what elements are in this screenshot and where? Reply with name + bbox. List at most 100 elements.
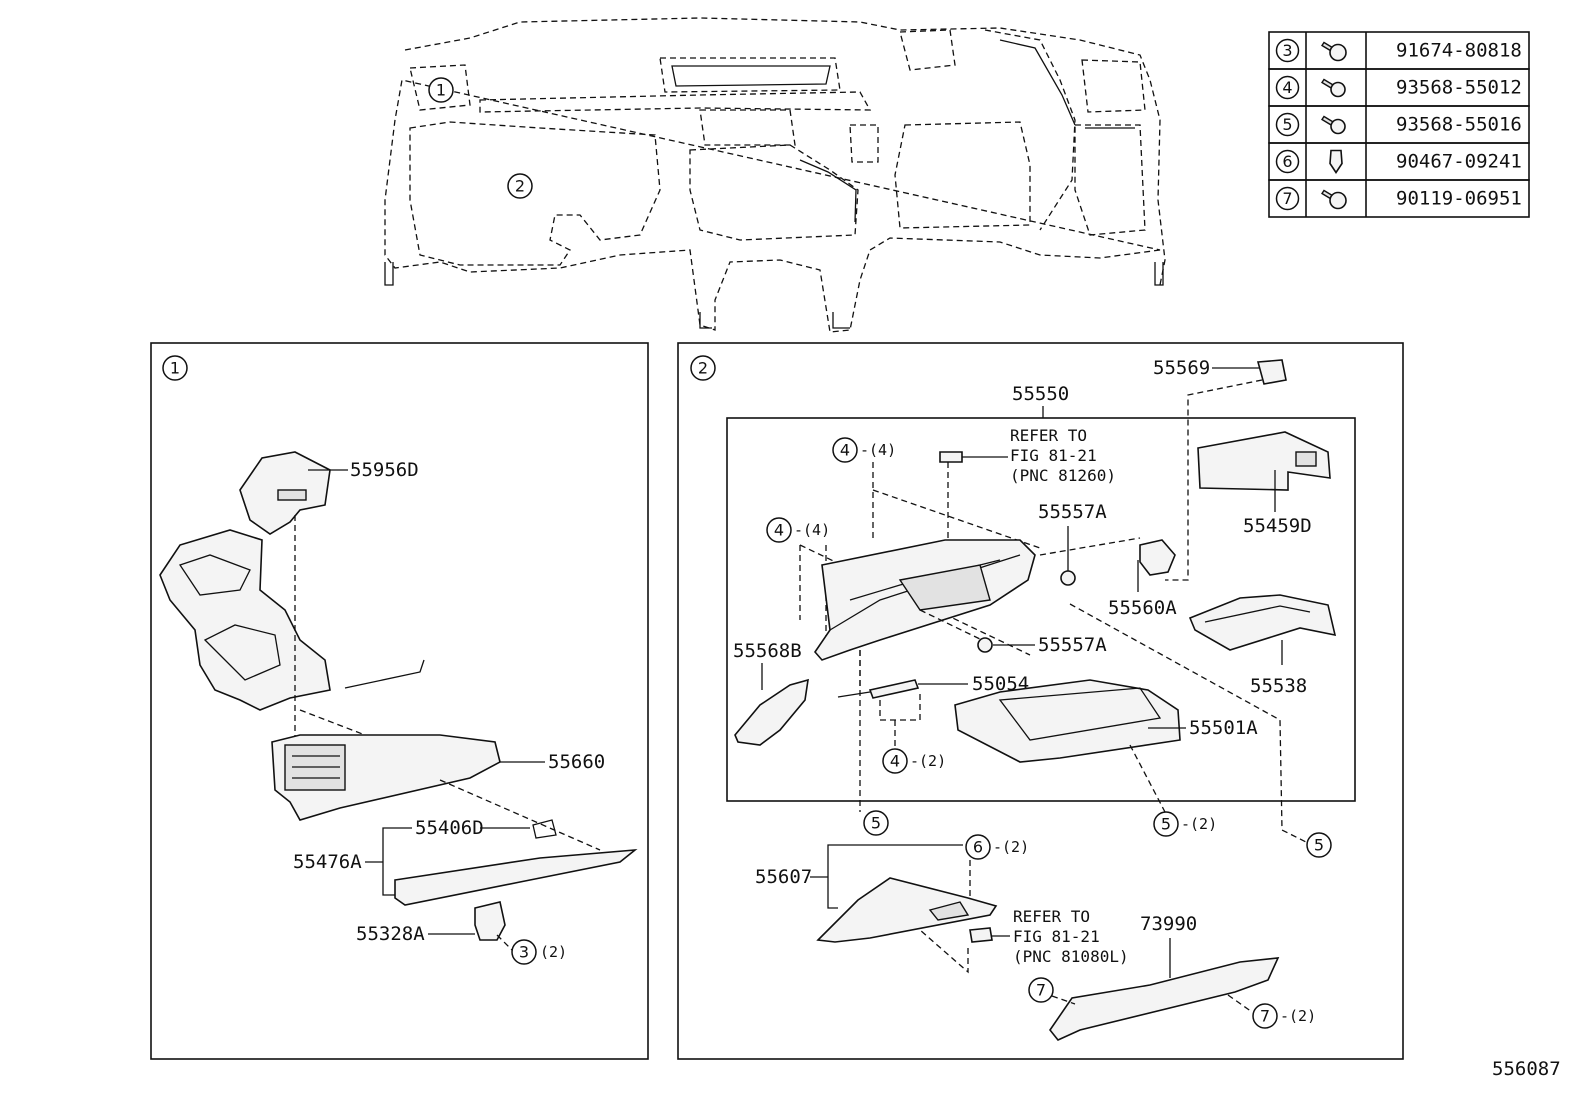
label-55538: 55538: [1250, 675, 1307, 697]
fastener-ref: 7: [1282, 189, 1292, 208]
part-55501A: [954, 679, 1181, 763]
refer-note-pnc-81080L: REFER TO FIG 81-21 (PNC 81080L): [1013, 907, 1129, 966]
label-55568B: 55568B: [733, 640, 802, 662]
fastener-part-number: 91674-80818: [1396, 40, 1522, 62]
label-55660: 55660: [548, 751, 605, 773]
svg-text:-(2): -(2): [1280, 1007, 1316, 1025]
fastener-part-number: 93568-55012: [1396, 77, 1522, 99]
svg-text:2: 2: [698, 359, 708, 378]
bulb-icon: [939, 451, 963, 463]
panel2-fastener-5-a: 5: [863, 810, 889, 836]
panel-2-callout: 2: [690, 355, 716, 381]
part-55569: [1256, 359, 1287, 385]
panel-1-callout: 1: [162, 355, 188, 381]
svg-text:7: 7: [1036, 981, 1046, 1000]
label-55557A-top: 55557A: [1038, 501, 1107, 523]
part-55557A-bottom: [977, 637, 993, 653]
panel2-fastener-7-a: 7: [1028, 977, 1054, 1003]
panel2-fastener-6: 6 -(2): [965, 834, 1029, 860]
svg-text:1: 1: [436, 81, 446, 100]
svg-text:-(4): -(4): [794, 521, 830, 539]
panel2-fastener-4-c: 4 -(2): [882, 748, 946, 774]
clip-icon: [1329, 149, 1343, 174]
svg-text:-(4): -(4): [860, 441, 896, 459]
svg-text:FIG 81-21: FIG 81-21: [1010, 446, 1097, 465]
fastener-ref-circle: [1275, 112, 1300, 137]
instrument-panel-left-section: [159, 529, 331, 711]
bulb-icon: [969, 927, 993, 943]
label-55557A-bottom: 55557A: [1038, 634, 1107, 656]
fastener-part-number: 93568-55016: [1396, 114, 1522, 136]
svg-text:1: 1: [170, 359, 180, 378]
fastener-ref: 5: [1282, 115, 1292, 134]
label-55550: 55550: [1012, 383, 1069, 405]
svg-text:(PNC 81260): (PNC 81260): [1010, 466, 1116, 485]
part-55607: [816, 877, 998, 943]
label-55560A: 55560A: [1108, 597, 1177, 619]
part-55459D: [1197, 431, 1331, 491]
label-55476A: 55476A: [293, 851, 362, 873]
panel2-fastener-5-b: 5 -(2): [1153, 811, 1217, 837]
fastener-ref: 3: [1282, 41, 1292, 60]
svg-text:5: 5: [871, 814, 881, 833]
overview-callout-2: 2: [507, 173, 533, 199]
fastener-part-number: 90119-06951: [1396, 188, 1522, 210]
fastener-ref: 4: [1282, 78, 1292, 97]
svg-text:5: 5: [1161, 815, 1171, 834]
panel2-fastener-4-a: 4 -(4): [832, 437, 896, 463]
part-55328A: [474, 901, 506, 941]
svg-text:REFER TO: REFER TO: [1010, 426, 1087, 445]
svg-text:4: 4: [890, 752, 900, 771]
svg-text:3: 3: [519, 943, 529, 962]
dashboard-overview: [384, 17, 1166, 333]
panel-1-frame: [150, 342, 649, 1060]
svg-text:REFER TO: REFER TO: [1013, 907, 1090, 926]
overview-callout-1: 1: [428, 77, 454, 103]
label-55956D: 55956D: [350, 459, 419, 481]
svg-text:-(2): -(2): [910, 752, 946, 770]
bolt-icon: [1321, 189, 1347, 210]
part-55956D-vent: [277, 489, 307, 501]
panel2-fastener-7-b: 7 -(2): [1252, 1003, 1316, 1029]
svg-text:7: 7: [1260, 1007, 1270, 1026]
panel2-fastener-5-c: 5: [1306, 832, 1332, 858]
fastener-row: 7 90119-06951: [1268, 179, 1530, 218]
fastener-ref-circle: [1275, 38, 1300, 63]
svg-text:(PNC 81080L): (PNC 81080L): [1013, 947, 1129, 966]
panel-2-frame: [677, 342, 1404, 1060]
label-73990: 73990: [1140, 913, 1197, 935]
screw-icon: [1321, 78, 1346, 98]
svg-text:-(2): -(2): [1181, 815, 1217, 833]
label-55328A: 55328A: [356, 923, 425, 945]
subassembly-55550-frame: [726, 417, 1356, 802]
label-55501A: 55501A: [1189, 717, 1258, 739]
label-55459D: 55459D: [1243, 515, 1312, 537]
part-55560A: [1139, 539, 1176, 576]
label-55406D: 55406D: [415, 817, 484, 839]
svg-text:5: 5: [1314, 836, 1324, 855]
bolt-icon: [1321, 41, 1347, 62]
fastener-part-number: 90467-09241: [1396, 151, 1522, 173]
fastener-ref-circle: [1275, 75, 1300, 100]
svg-text:-(2): -(2): [993, 838, 1029, 856]
svg-text:(2): (2): [540, 943, 567, 961]
part-55557A-top: [1060, 570, 1076, 586]
svg-text:4: 4: [774, 521, 784, 540]
panel1-fastener-3: 3 (2): [511, 939, 567, 965]
screw-icon: [1321, 115, 1346, 135]
fastener-ref-circle: [1275, 149, 1300, 174]
svg-text:6: 6: [973, 838, 983, 857]
part-55538: [1188, 594, 1337, 651]
part-55568B: [734, 678, 809, 746]
part-73990: [1049, 957, 1280, 1041]
fastener-row: 3 91674-80818: [1268, 31, 1530, 70]
fastener-row: 5 93568-55016: [1268, 105, 1530, 144]
fastener-ref-circle: [1275, 186, 1300, 211]
label-55569: 55569: [1153, 357, 1210, 379]
part-55054: [868, 679, 920, 699]
svg-text:4: 4: [840, 441, 850, 460]
refer-note-pnc-81260: REFER TO FIG 81-21 (PNC 81260): [1010, 426, 1116, 485]
